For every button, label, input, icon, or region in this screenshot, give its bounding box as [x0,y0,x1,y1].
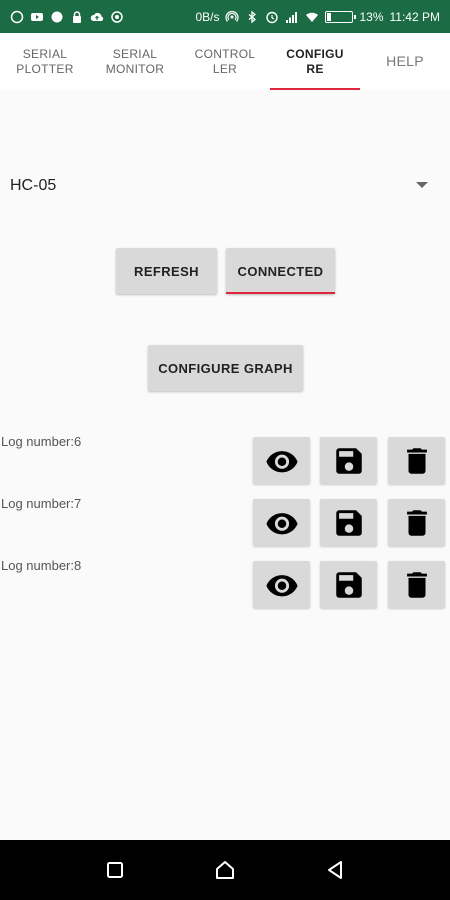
status-time: 11:42 PM [389,9,440,24]
trash-icon [406,509,427,536]
connected-label: CONNECTED [237,263,324,279]
home-icon [216,861,234,879]
selected-device: HC-05 [10,177,57,194]
log-label: Log number:7 [1,496,82,511]
eye-icon [265,574,298,596]
device-spinner[interactable]: HC-05 [0,168,450,204]
trash-icon [406,571,427,598]
eye-icon [265,450,298,472]
back-button[interactable] [320,855,350,885]
save-log-button[interactable] [320,437,377,484]
view-log-button[interactable] [253,499,310,546]
battery-level [327,12,332,21]
status-left-icons [10,10,124,24]
circle-icon [50,10,64,24]
battery-icon [325,10,357,23]
delete-log-button[interactable] [388,561,445,608]
alarm-icon [265,10,279,24]
signal-icon [285,10,299,24]
network-speed: 0B/s [195,9,220,24]
cloud-upload-icon [90,10,104,24]
log-label: Log number:6 [1,434,82,449]
sync-icon [110,10,124,24]
log-row: Log number:7 [0,496,450,546]
hotspot-icon [225,10,240,24]
connected-underline [226,292,335,294]
dropdown-arrow-icon [416,182,428,188]
view-log-button[interactable] [253,561,310,608]
eye-icon [265,512,298,534]
tab-label: CONTROL LER [194,46,256,76]
delete-log-button[interactable] [388,437,445,484]
navigation-bar [0,840,450,900]
bluetooth-icon [245,10,259,24]
log-row: Log number:6 [0,434,450,484]
floppy-disk-icon [335,447,362,474]
tab-help[interactable]: HELP [360,33,450,90]
tab-label: SERIAL MONITOR [105,46,165,76]
delete-log-button[interactable] [388,499,445,546]
tab-serial-plotter[interactable]: SERIAL PLOTTER [0,33,90,90]
tab-serial-monitor[interactable]: SERIAL MONITOR [90,33,180,90]
lock-icon [70,10,84,24]
battery-percent: 13% [359,9,384,24]
view-log-button[interactable] [253,437,310,484]
refresh-button[interactable]: REFRESH [116,248,217,294]
back-triangle-icon [328,861,342,879]
floppy-disk-icon [335,571,362,598]
status-bar: 0B/s 13% 11:42 PM [0,0,450,33]
connected-button[interactable]: CONNECTED [226,248,335,294]
tab-controller[interactable]: CONTROL LER [180,33,270,90]
tab-configure[interactable]: CONFIGU RE [270,33,360,90]
youtube-icon [30,10,44,24]
trash-icon [406,447,427,474]
home-button[interactable] [210,855,240,885]
log-label: Log number:8 [1,558,82,573]
save-log-button[interactable] [320,561,377,608]
status-right-icons: 0B/s 13% 11:42 PM [195,10,440,24]
save-log-button[interactable] [320,499,377,546]
floppy-disk-icon [335,509,362,536]
configure-graph-button[interactable]: CONFIGURE GRAPH [148,345,303,391]
tab-label: CONFIGU RE [286,46,344,76]
tab-label: SERIAL PLOTTER [16,46,74,76]
whatsapp-icon [10,10,24,24]
wifi-icon [305,10,319,24]
log-row: Log number:8 [0,558,450,608]
recents-square-icon [107,862,123,878]
tab-label: HELP [386,53,424,69]
tab-bar: SERIAL PLOTTER SERIAL MONITOR CONTROL LE… [0,33,450,90]
recents-button[interactable] [100,855,130,885]
